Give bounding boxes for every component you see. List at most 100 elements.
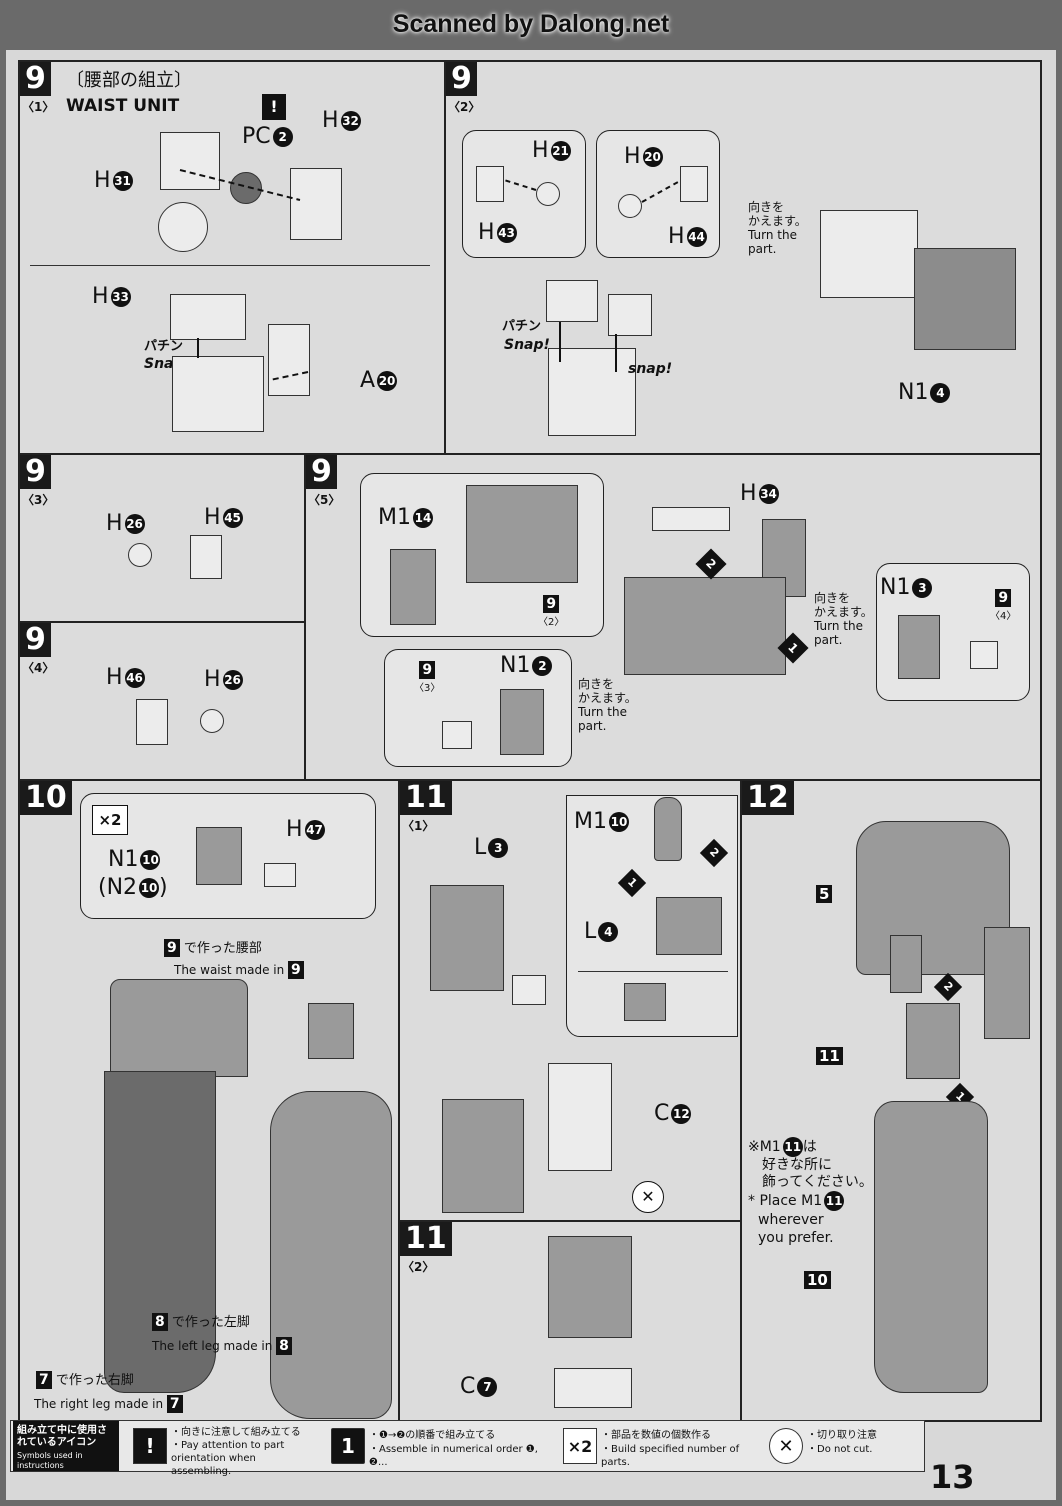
legend-count: ×2 ・部品を数値の個数作る ・Build specified number o… bbox=[559, 1421, 759, 1471]
step-sub: 〈2〉 bbox=[402, 1260, 435, 1274]
part-m1-10-figure bbox=[654, 797, 682, 861]
part-h46 bbox=[136, 699, 168, 745]
waist-skirt bbox=[110, 979, 248, 1077]
side-armor bbox=[308, 1003, 354, 1059]
part-h26 bbox=[200, 709, 224, 733]
part-h33 bbox=[170, 294, 246, 340]
waist-main bbox=[624, 577, 786, 675]
sub-assembly-right bbox=[608, 294, 652, 336]
step-number: 9 bbox=[20, 455, 51, 489]
ref-9-2: 9〈2〉 bbox=[538, 595, 565, 628]
waist-assembly bbox=[172, 356, 264, 432]
torso-lower bbox=[906, 1003, 960, 1079]
legend-orientation: ! ・向きに注意して組み立てる ・Pay attention to part o… bbox=[129, 1421, 319, 1477]
turn-note-jp: 向きを かえます。 bbox=[814, 591, 873, 619]
divider bbox=[578, 971, 728, 972]
seat-sub bbox=[512, 975, 546, 1005]
left-leg bbox=[270, 1091, 392, 1419]
waist-front bbox=[466, 485, 578, 583]
sub-assembly-left bbox=[546, 280, 598, 322]
caution-icon: ! bbox=[262, 94, 286, 120]
part-n1-2 bbox=[500, 689, 544, 755]
pc-detail-circle bbox=[158, 202, 208, 252]
seat-preview bbox=[624, 983, 666, 1021]
legend-heading: 組み立て中に使用されているアイコン Symbols used in instru… bbox=[13, 1421, 119, 1471]
part-c12 bbox=[548, 1063, 612, 1171]
part-h43 bbox=[476, 166, 504, 202]
ref-10: 10 bbox=[804, 1271, 831, 1289]
step-sub: 〈2〉 bbox=[448, 100, 481, 114]
step-sub: 〈1〉 bbox=[22, 100, 55, 114]
torso-lower bbox=[548, 1236, 632, 1338]
step-sub: 〈5〉 bbox=[308, 493, 341, 507]
assembly-arrows bbox=[503, 179, 679, 372]
pachin-text: パチン bbox=[144, 339, 184, 354]
step-number: 9 bbox=[306, 455, 337, 489]
part-n1-3 bbox=[898, 615, 940, 679]
ref-9-4: 9〈4〉 bbox=[990, 589, 1017, 622]
order-icon: 1 bbox=[331, 1428, 365, 1464]
right-leg-note-jp: 7 で作った右脚 bbox=[36, 1371, 134, 1389]
left-arm bbox=[984, 927, 1030, 1039]
step-sub: 〈1〉 bbox=[402, 819, 435, 833]
part-h44 bbox=[680, 166, 708, 202]
step-number: 12 bbox=[742, 781, 794, 815]
left-leg-note-en: The left leg made in 8 bbox=[152, 1337, 292, 1355]
waist-assembly bbox=[548, 348, 636, 436]
part-h32 bbox=[290, 168, 342, 240]
order-2-badge: 2 bbox=[695, 548, 727, 580]
waist-note-jp: 9 で作った腰部 bbox=[164, 939, 262, 957]
right-arm bbox=[890, 935, 922, 993]
scan-banner: Scanned by Dalong.net bbox=[392, 10, 670, 38]
left-leg-note-jp: 8 で作った左脚 bbox=[152, 1313, 250, 1331]
do-not-cut-icon: ✕ bbox=[632, 1181, 664, 1213]
x2-icon: ×2 bbox=[563, 1428, 597, 1464]
symbols-legend: 組み立て中に使用されているアイコン Symbols used in instru… bbox=[10, 1420, 925, 1477]
right-leg bbox=[104, 1071, 216, 1393]
right-leg-note-en: The right leg made in 7 bbox=[34, 1395, 183, 1413]
snap-text: Snap! bbox=[504, 337, 550, 353]
pachin-text: パチン bbox=[502, 319, 542, 334]
part-n1-10 bbox=[196, 827, 242, 885]
part-h47 bbox=[264, 863, 296, 887]
part-l4-seat bbox=[656, 897, 722, 955]
step-number: 9 bbox=[446, 62, 477, 96]
assembly-arrows bbox=[179, 169, 309, 381]
part-m1-14 bbox=[390, 549, 436, 625]
turn-note-en-2: Turn the part. bbox=[578, 705, 627, 733]
waist-assembly bbox=[820, 210, 918, 298]
divider bbox=[30, 265, 430, 266]
legend-order: 1 ・❶→❷の順番で組み立てる ・Assemble in numerical o… bbox=[327, 1421, 551, 1471]
turn-note-jp-2: 向きを かえます。 bbox=[578, 677, 637, 705]
step-number: 11 bbox=[400, 781, 452, 815]
part-a20 bbox=[268, 324, 310, 396]
page-number: 13 bbox=[930, 1458, 975, 1496]
part-h31 bbox=[160, 132, 220, 190]
step-sub: 〈4〉 bbox=[22, 661, 55, 675]
lower-body bbox=[874, 1101, 988, 1393]
title-en: WAIST UNIT bbox=[66, 96, 180, 116]
